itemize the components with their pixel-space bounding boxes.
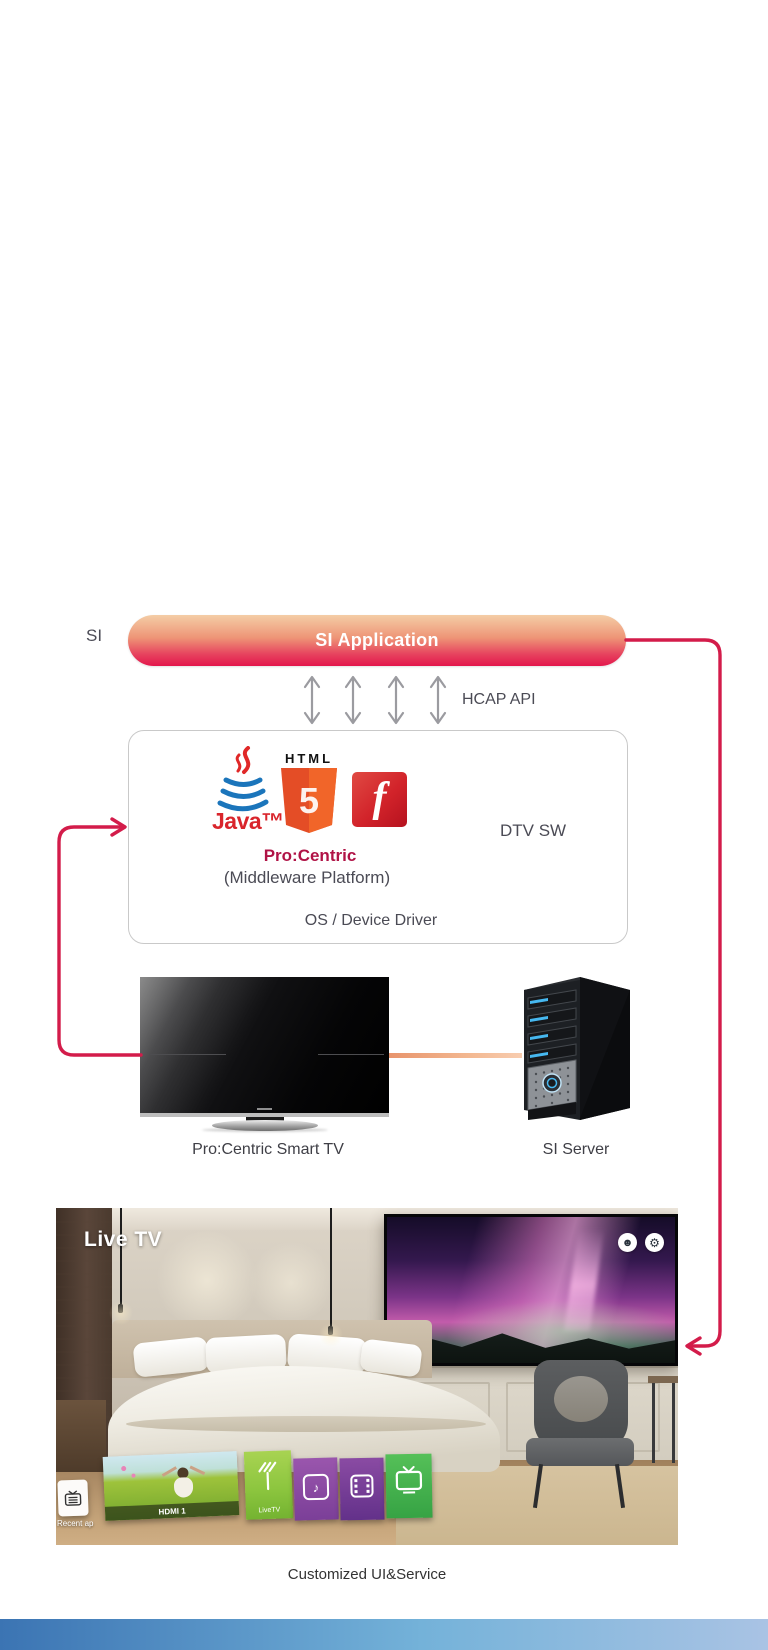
desk-top	[648, 1376, 678, 1383]
live-tv-title: Live TV	[84, 1228, 163, 1251]
tv-bezel-logo	[257, 1108, 272, 1110]
video-card	[339, 1457, 385, 1521]
hdmi-input-card: HDMI 1	[102, 1451, 240, 1521]
bottom-banner	[0, 1619, 768, 1650]
gear-icon: ⚙	[645, 1233, 664, 1252]
tv-stand-neck	[246, 1117, 284, 1121]
server-caption: SI Server	[542, 1141, 610, 1158]
livetv-card-label: LiveTV	[258, 1506, 281, 1515]
flower-dot	[131, 1473, 136, 1478]
bed-blanket-fold	[126, 1416, 486, 1432]
girl-figure	[189, 1465, 206, 1476]
flower-dot	[121, 1465, 127, 1472]
updown-arrow-icon	[303, 675, 321, 725]
bottom-caption: Customized UI&Service	[287, 1566, 447, 1583]
flash-logo-icon: f	[352, 772, 407, 827]
tv-app-card	[385, 1453, 433, 1519]
tv-screen-gloss	[140, 977, 389, 1113]
html5-shield-icon	[281, 768, 337, 833]
tv-stand-base	[212, 1120, 318, 1131]
wall-light-spot	[246, 1238, 336, 1328]
middleware-platform-label: (Middleware Platform)	[223, 868, 391, 887]
bedside-table	[56, 1400, 106, 1472]
connector-left-arrowhead	[110, 817, 127, 837]
procentric-label: Pro:Centric	[263, 846, 357, 865]
antenna-icon	[257, 1461, 276, 1491]
music-icon-glyph: ♪	[312, 1479, 320, 1495]
connector-right-arrowhead	[685, 1336, 702, 1356]
html5-logo-icon: 5	[281, 768, 337, 833]
tv-caption: Pro:Centric Smart TV	[192, 1141, 344, 1158]
java-logo-icon: Java™	[212, 746, 284, 840]
procentric-smart-tv-image	[140, 977, 389, 1135]
hdmi-label-text: HDMI 1	[158, 1505, 186, 1517]
pendant-glow	[108, 1300, 134, 1326]
java-cup-icon	[217, 746, 269, 812]
user-icon-glyph: ☻	[621, 1236, 634, 1249]
music-card: ♪	[293, 1457, 339, 1521]
tv-reflection-line	[318, 1054, 384, 1055]
pendant-cord	[120, 1208, 122, 1304]
si-application-title: SI Application	[315, 630, 439, 650]
html5-wordmark: HTML	[284, 751, 334, 766]
updown-arrow-icon	[429, 675, 447, 725]
gear-icon-glyph: ⚙	[649, 1235, 660, 1250]
si-label: SI	[86, 626, 103, 645]
recent-apps-tile	[57, 1479, 89, 1517]
hcap-api-label: HCAP API	[462, 691, 536, 708]
girl-figure	[161, 1466, 178, 1477]
girl-figure	[173, 1477, 194, 1498]
dtv-sw-box	[128, 730, 628, 944]
server-tower-icon	[524, 977, 630, 1120]
updown-arrow-icon	[387, 675, 405, 725]
si-server-image	[522, 970, 632, 1122]
film-icon	[350, 1474, 374, 1498]
tv-reflection-line	[150, 1054, 226, 1055]
customized-ui-screenshot: Live TV ☻ ⚙ Recent ap HDMI 1	[56, 1208, 678, 1545]
flash-letter: f	[372, 774, 387, 821]
java-wordmark: Java™	[212, 808, 284, 834]
tv-server-link-line	[389, 1053, 522, 1058]
os-device-driver-label: OS / Device Driver	[304, 912, 438, 929]
aurora-streak	[564, 1228, 605, 1331]
livetv-card: LiveTV	[243, 1450, 294, 1520]
pendant-cord	[330, 1208, 332, 1326]
music-icon: ♪	[302, 1473, 330, 1501]
pendant-glow	[318, 1322, 344, 1348]
wall-light-spot	[152, 1226, 262, 1336]
tv-screen	[140, 977, 389, 1117]
updown-arrow-icon	[344, 675, 362, 725]
desk-leg	[652, 1383, 655, 1463]
desk-leg	[672, 1383, 675, 1463]
user-icon: ☻	[618, 1233, 637, 1252]
armchair-seat	[526, 1438, 634, 1466]
tv-icon	[395, 1465, 423, 1494]
recent-apps-label: Recent ap	[57, 1519, 94, 1528]
dtv-sw-label: DTV SW	[500, 821, 567, 840]
recent-apps-icon	[64, 1489, 82, 1506]
html5-numeral: 5	[298, 780, 320, 821]
armchair-opening	[554, 1376, 608, 1422]
si-application-bar: SI Application	[128, 615, 626, 666]
